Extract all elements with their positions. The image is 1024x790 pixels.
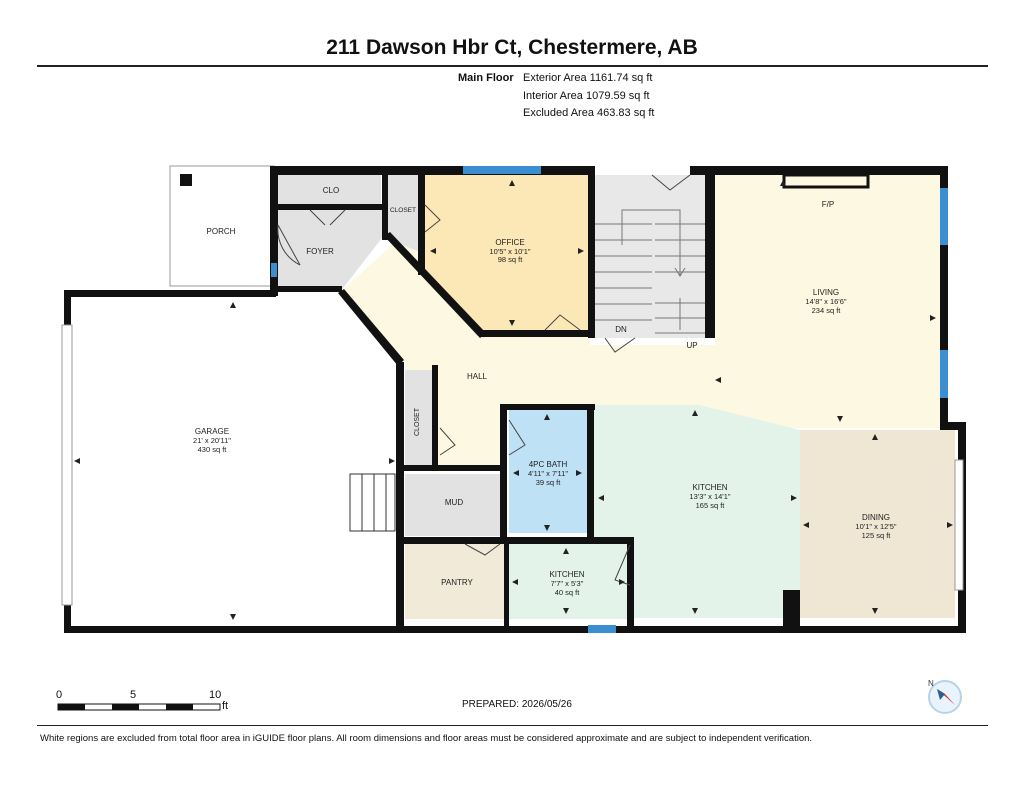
label-up: UP [686,341,697,350]
label-mud: MUD [445,498,463,507]
label-porch: PORCH [207,227,236,236]
label-garage-area: 430 sq ft [198,445,228,454]
bath-area [509,410,587,533]
interior-area: Interior Area 1079.59 sq ft [523,90,650,102]
scale-tick-5: 5 [130,689,137,701]
footer-rule [37,725,988,726]
exterior-area: Exterior Area 1161.74 sq ft [523,72,653,84]
label-office-dims: 10'5" x 10'1" [489,247,530,256]
scale-tick-10: 10 [209,689,222,701]
clo-area [278,175,381,205]
label-fp: F/P [822,200,834,209]
closet-mid-area [405,370,435,465]
label-garage: GARAGE [195,427,229,436]
porch-post [180,174,192,186]
disclaimer-text: White regions are excluded from total fl… [40,733,813,744]
office-area [422,175,588,336]
label-kitchen2-area: 40 sq ft [555,588,581,597]
windows [271,166,948,633]
label-hall: HALL [467,372,488,381]
label-living-dims: 14'8" x 16'6" [805,297,846,306]
pantry-area [405,543,504,619]
dimension-markers [74,180,953,620]
label-closet-mid: CLOSET [414,407,421,436]
garage-area [70,295,400,626]
label-kitchen-dims: 13'3" x 14'1" [689,492,730,501]
kitchen-area [594,405,800,618]
dining-area [800,430,955,618]
label-kitchen-area: 165 sq ft [696,501,726,510]
label-dining-dims: 10'1" x 12'5" [855,522,896,531]
label-office-area: 98 sq ft [498,255,524,264]
living-area [715,170,942,428]
label-dining: DINING [862,513,890,522]
header-rule [37,65,988,67]
garage-door [61,324,73,606]
label-foyer: FOYER [306,247,334,256]
label-garage-dims: 21' x 20'11" [193,436,231,445]
exterior-stairs [349,473,396,532]
label-dining-area: 125 sq ft [862,531,892,540]
compass-label: N [928,679,934,688]
label-dn: DN [615,325,627,334]
label-bath-dims: 4'11" x 7'11" [528,469,568,478]
floor-label: Main Floor [458,72,514,84]
label-office: OFFICE [495,238,524,247]
excluded-area: Excluded Area 463.83 sq ft [523,107,655,119]
compass-icon: N [928,679,962,714]
closet-top-area [385,175,420,252]
label-living-area: 234 sq ft [812,306,842,315]
stairs-lines [592,209,712,334]
scale-unit: ft [222,700,229,712]
label-kitchen: KITCHEN [692,483,727,492]
label-kitchen2: KITCHEN [549,570,584,579]
plan-title: 211 Dawson Hbr Ct, Chestermere, AB [326,36,698,59]
prepared-date: PREPARED: 2026/05/26 [462,699,572,710]
label-closet-top: CLOSET [390,207,416,214]
label-clo: CLO [323,186,339,195]
scale-bar [57,703,221,711]
label-living: LIVING [813,288,839,297]
door-swings [277,174,691,586]
mud-area [405,474,500,536]
scale-tick-0: 0 [56,689,63,701]
label-pantry: PANTRY [441,578,473,587]
patio-door [954,459,964,591]
kitchen2-area [508,543,630,619]
label-bath: 4PC BATH [529,460,568,469]
foyer-area [278,208,382,292]
label-bath-area: 39 sq ft [536,478,562,487]
label-kitchen2-dims: 7'7" x 5'3" [551,579,584,588]
